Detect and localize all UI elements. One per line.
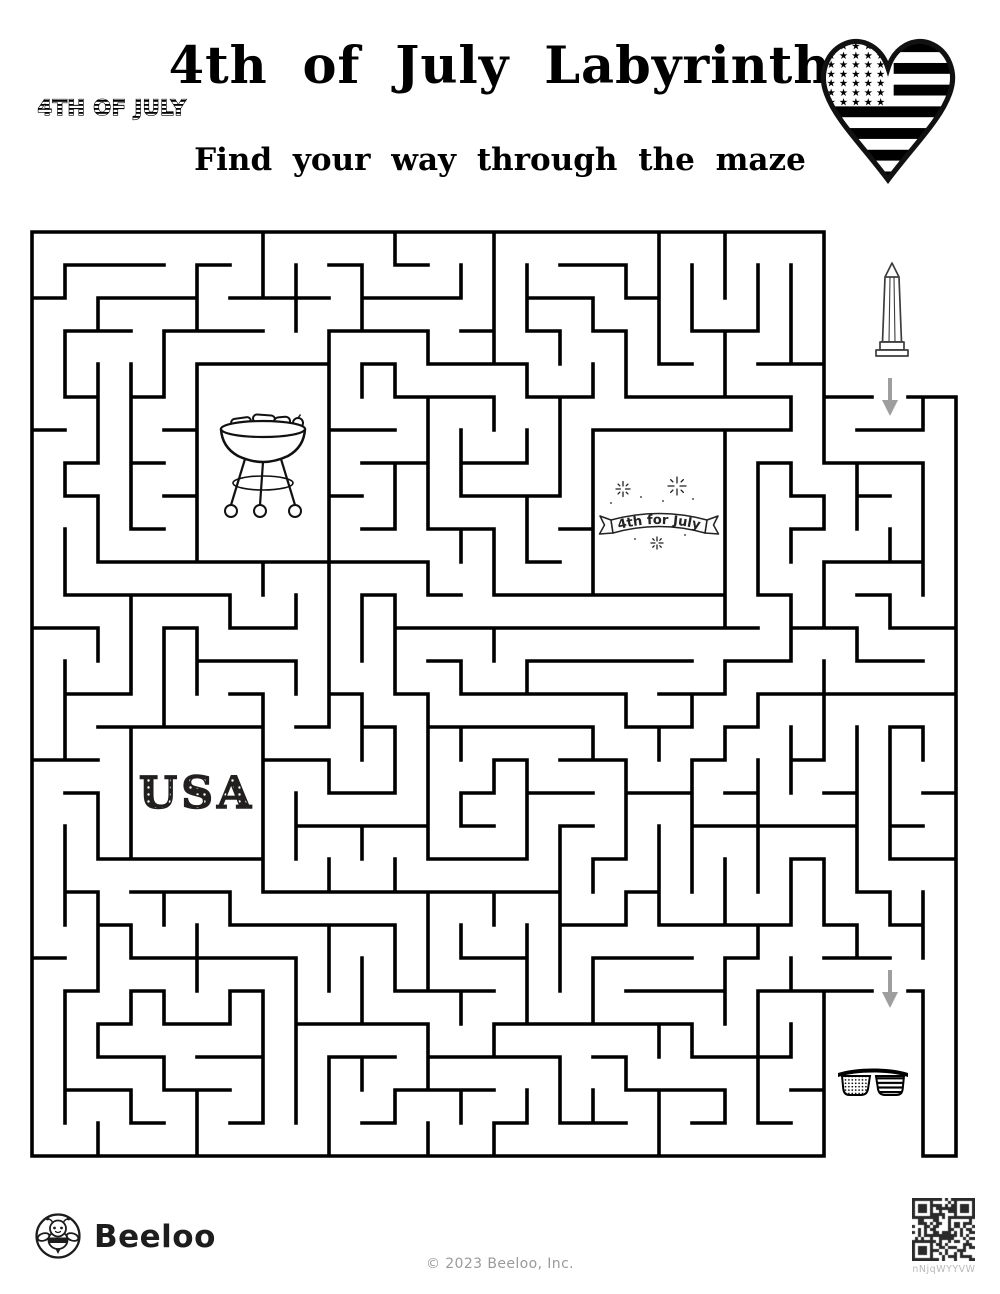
washington-monument-icon: [875, 262, 909, 357]
svg-text:★★★★★: ★★★★★: [827, 50, 889, 62]
page-title: 4th of July Labyrinth: [168, 36, 832, 96]
fourth-of-july-mini-logo: 4TH OF JULY: [37, 95, 187, 120]
svg-text:4th for July: 4th for July: [616, 513, 702, 533]
bbq-grill-icon: [219, 413, 307, 518]
qr-code-caption: nNjqWYYVW: [912, 1264, 976, 1275]
beeloo-bee-logo-icon: [35, 1213, 81, 1259]
brand-name: Beeloo: [94, 1219, 216, 1255]
svg-text:★★★★★: ★★★★★: [827, 96, 889, 108]
svg-text:★★★★★: ★★★★★: [827, 41, 889, 53]
flag-sunglasses-icon: [838, 1068, 908, 1096]
qr-code: [912, 1198, 975, 1261]
heart-flag-icon: ★★★★★ ★★★★★ ★★★★★ ★★★★★ ★★★★★ ★★★★★ ★★★★…: [820, 38, 956, 185]
fireworks-banner-icon: 4th for July: [598, 476, 720, 550]
svg-text:★★★★★: ★★★★★: [827, 68, 889, 80]
maze-walls: [30, 230, 958, 1158]
usa-label: USA: [138, 767, 255, 820]
maze: [30, 230, 958, 1158]
page-subtitle: Find your way through the maze: [194, 142, 806, 178]
copyright-text: © 2023 Beeloo, Inc.: [425, 1256, 575, 1272]
svg-text:★★★★★: ★★★★★: [827, 87, 889, 99]
maze-exit-arrow-icon: [882, 970, 898, 1008]
svg-text:★★★★★: ★★★★★: [827, 78, 889, 90]
banner-label: 4th for July: [616, 513, 702, 533]
mini-logo-text: 4TH OF JULY: [37, 96, 186, 120]
usa-label-text: USA: [139, 768, 255, 819]
maze-entrance-arrow-icon: [882, 378, 898, 416]
svg-text:★★★★★: ★★★★★: [827, 59, 889, 71]
